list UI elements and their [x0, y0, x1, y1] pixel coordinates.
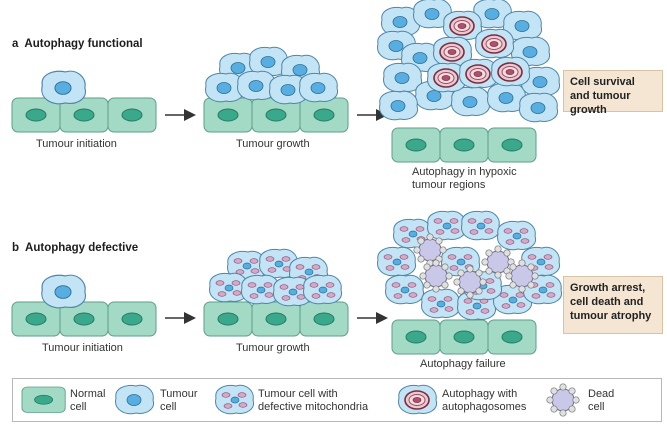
a-stage2-epithelium: [203, 97, 349, 133]
a-stage2-label: Tumour growth: [236, 138, 310, 150]
legend-defective-label: Tumour cell with defective mitochondria: [258, 388, 369, 413]
b-stage2-tumour-mass: [209, 248, 343, 307]
panel-a-title: a Autophagy functional: [12, 38, 143, 50]
a-stage1-label: Tumour initiation: [36, 138, 117, 150]
a-stage3-label: Autophagy in hypoxic tumour regions: [412, 166, 517, 191]
b-stage2-epithelium: [203, 301, 349, 337]
b-stage1-label: Tumour initiation: [42, 342, 123, 354]
panel-b-title: b Autophagy defective: [12, 242, 138, 254]
panel-a-letter: a: [12, 38, 19, 50]
legend-normal-label: Normal cell: [70, 388, 106, 413]
b-outcome-box: Growth arrest, cell death and tumour atr…: [563, 276, 663, 334]
a-stage2-tumour-mass: [205, 46, 339, 105]
b-stage3-label: Autophagy failure: [420, 358, 506, 370]
panel-a-title-text: Autophagy functional: [24, 38, 143, 50]
legend-tumour-label: Tumour cell: [160, 388, 198, 413]
panel-b-letter: b: [12, 242, 20, 254]
a-stage3-epithelium: [391, 127, 537, 163]
legend: [12, 378, 662, 422]
b-stage1-tumour-cell: [41, 274, 87, 309]
panel-b-title-text: Autophagy defective: [25, 242, 139, 254]
legend-dead-label: Dead cell: [588, 388, 615, 413]
a-outcome-box: Cell survival and tumour growth: [563, 70, 663, 116]
b-stage3-epithelium: [391, 319, 537, 355]
a-stage1-epithelium: [11, 97, 157, 133]
a-stage1-tumour-cell: [41, 70, 87, 105]
b-stage2-label: Tumour growth: [236, 342, 310, 354]
legend-autophagy-label: Autophagy with autophagosomes: [442, 388, 527, 413]
b-stage1-epithelium: [11, 301, 157, 337]
